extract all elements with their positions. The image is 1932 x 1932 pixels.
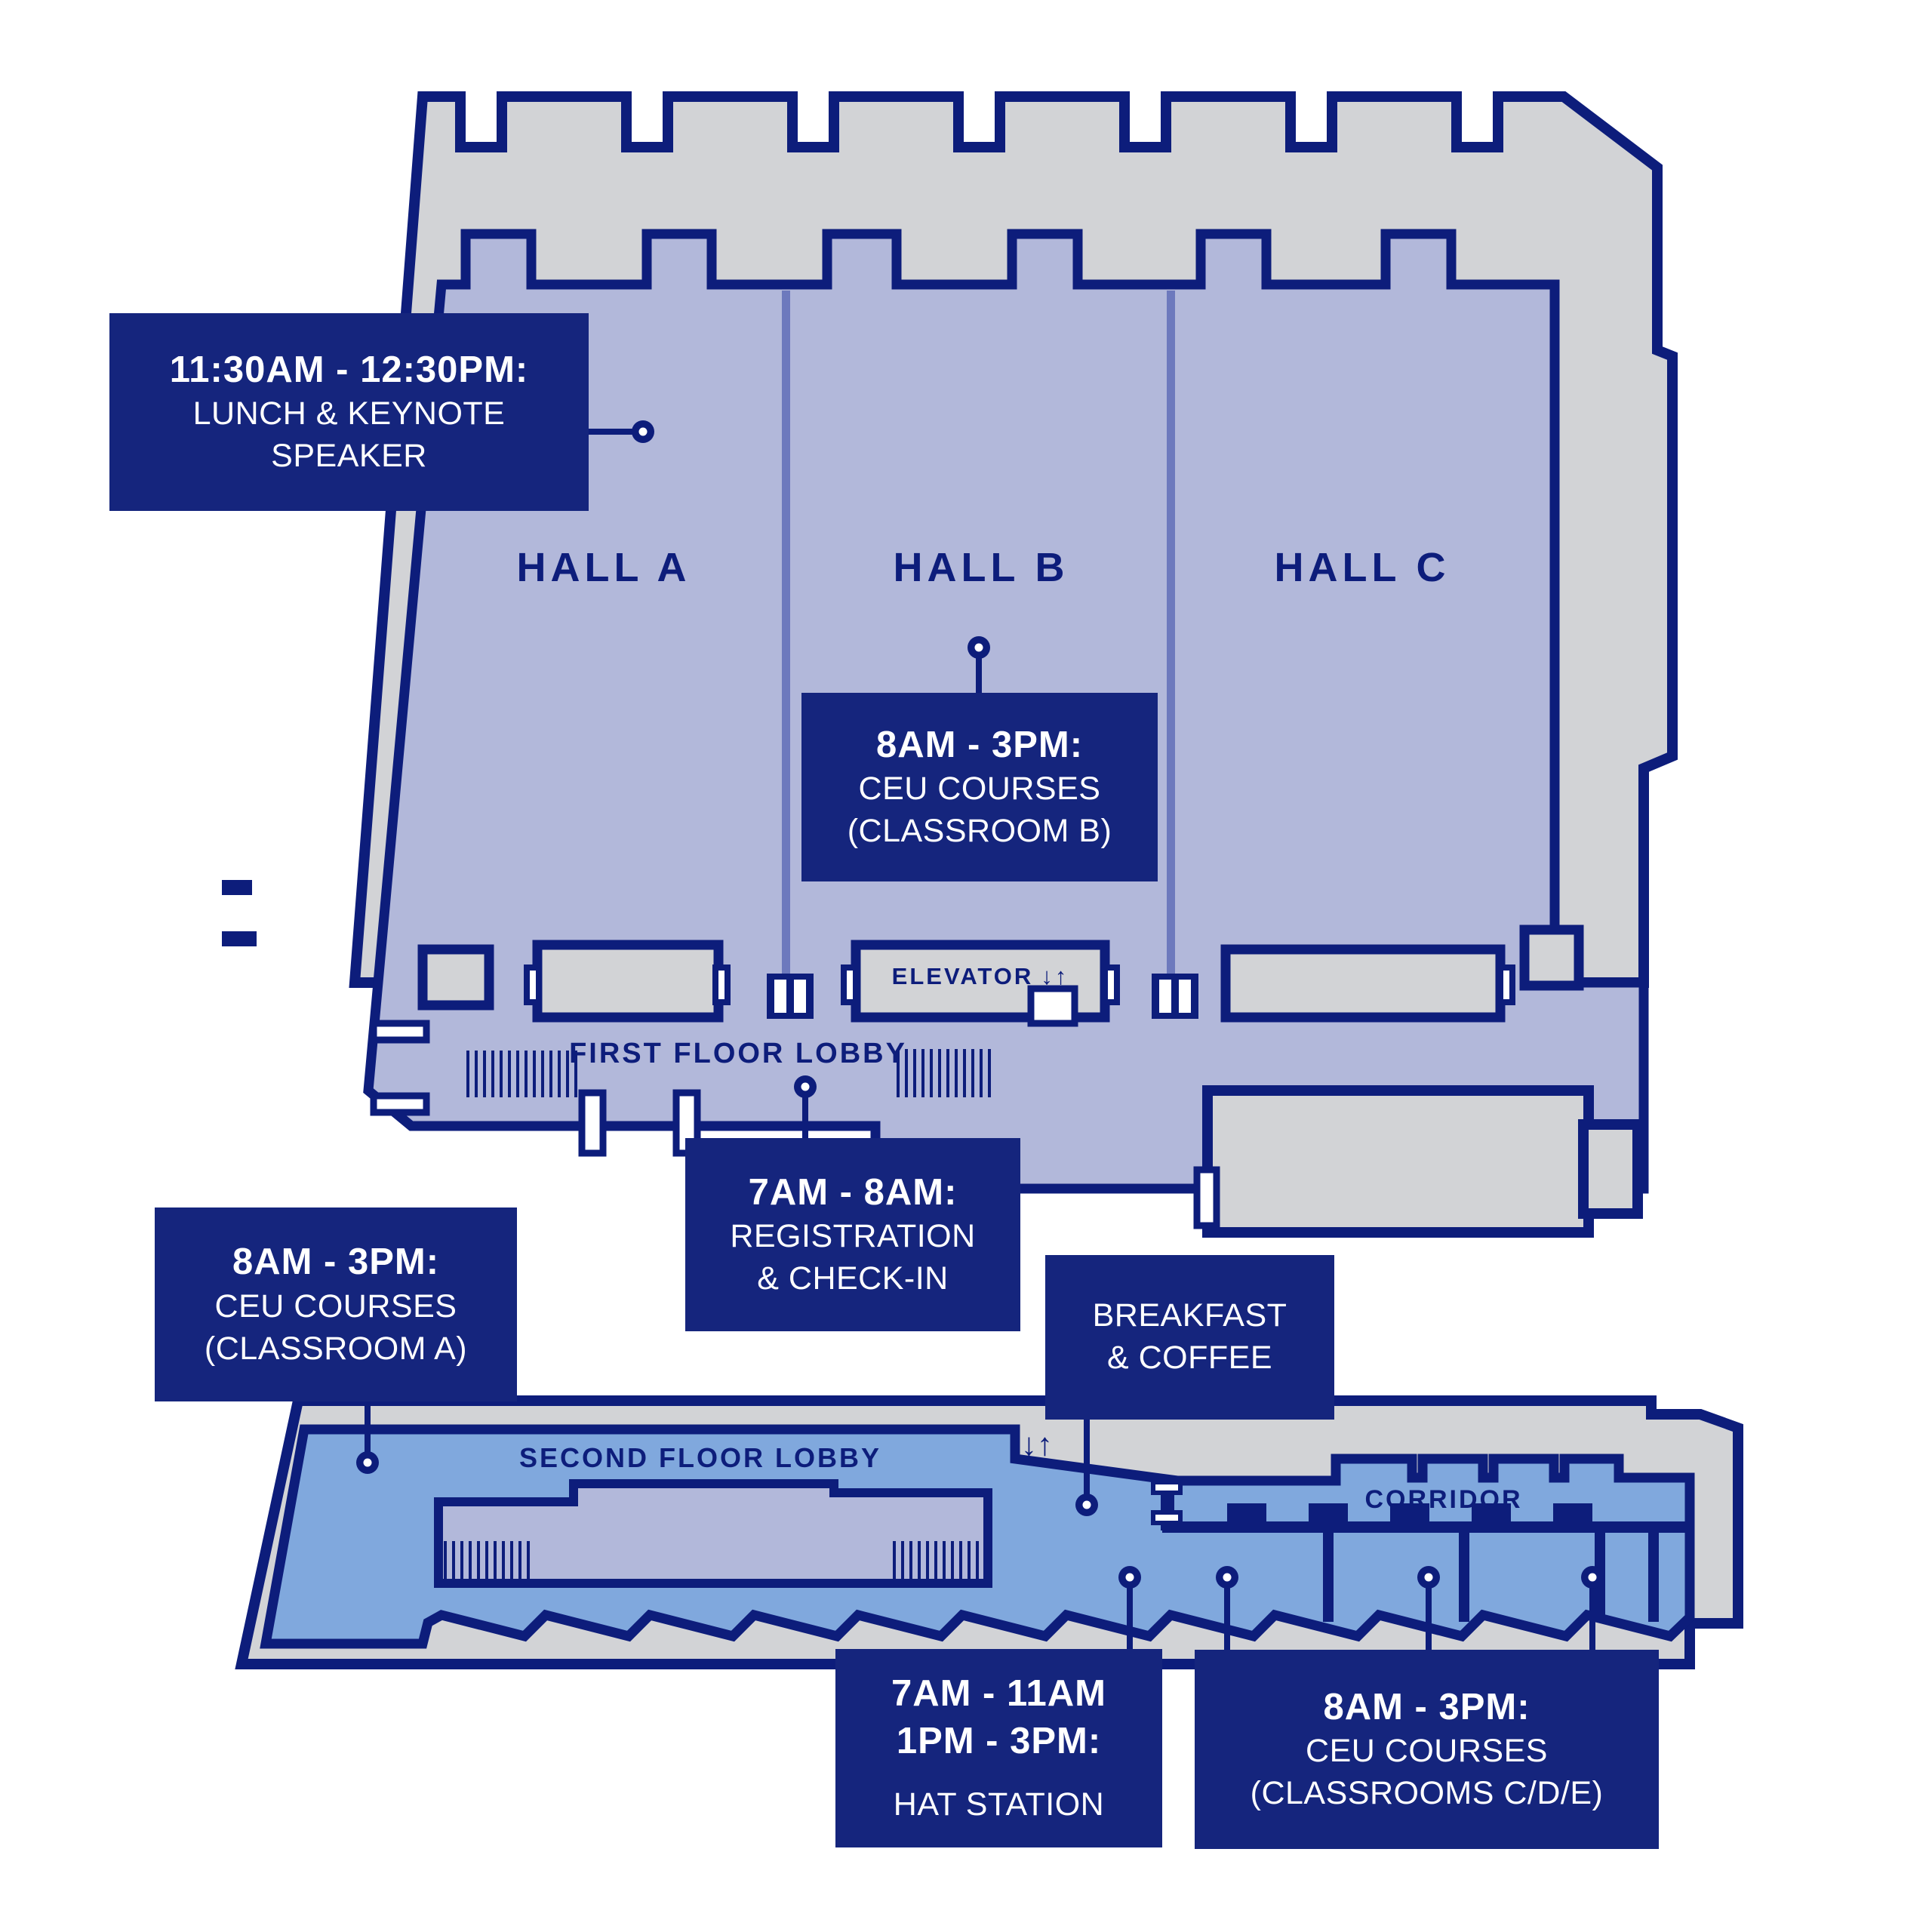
left-passage-bar — [370, 1020, 430, 1044]
classroom-door-tab — [1472, 1503, 1511, 1532]
hall-doors-ab-left — [774, 980, 786, 1013]
door-slot — [1102, 964, 1120, 1005]
callout-breakfast-line: BREAKFAST — [1092, 1297, 1287, 1334]
callout-classrooms-cde: 8AM - 3PM: CEU COURSES (CLASSROOMS C/D/E… — [1195, 1650, 1659, 1849]
hall-a-label: HALL A — [517, 545, 691, 590]
callout-hat-station: 7AM - 11AM 1PM - 3PM: HAT STATION — [835, 1649, 1162, 1847]
first-floor-lobby-label: FIRST FLOOR LOBBY — [569, 1038, 907, 1069]
elevator-label: ELEVATOR↓↑ — [892, 963, 1069, 989]
lobby-exit-door — [578, 1089, 607, 1157]
hall-divider-ab — [782, 291, 790, 974]
callout-classroom-b-line: (CLASSROOM B) — [847, 813, 1112, 850]
classroom-door-tab — [1553, 1503, 1592, 1532]
classroom-divider — [1459, 1533, 1469, 1622]
lobby-room-c — [1220, 944, 1506, 1023]
callout-lunch-time: 11:30AM - 12:30PM: — [169, 349, 529, 390]
second-floor-lobby-label: SECOND FLOOR LOBBY — [519, 1442, 881, 1473]
classroom-door-tab — [1227, 1503, 1266, 1532]
callout-classroom-b-time: 8AM - 3PM: — [875, 724, 1084, 765]
hall-c-label: HALL C — [1275, 545, 1451, 590]
callout-lunch-line: LUNCH & KEYNOTE — [192, 395, 506, 432]
lobby-room-a — [532, 940, 724, 1023]
callout-classrooms-cde-time: 8AM - 3PM: — [1323, 1686, 1531, 1727]
callout-classroom-b: 8AM - 3PM: CEU COURSES (CLASSROOM B) — [801, 693, 1158, 881]
hall-doors-bc-left — [1159, 980, 1171, 1013]
leader-dots — [356, 420, 1604, 1589]
classroom-divider — [1323, 1533, 1334, 1622]
door-slot — [1193, 1166, 1220, 1229]
callout-classroom-a-time: 8AM - 3PM: — [232, 1241, 440, 1283]
lobby-room-left-small — [417, 944, 494, 1011]
classroom-divider — [1648, 1533, 1659, 1622]
stairs-hatch-second-floor-left — [444, 1541, 534, 1579]
door-slot — [712, 964, 731, 1005]
stairs-hatch-first-floor-left — [466, 1051, 581, 1097]
callout-registration-line: & CHECK-IN — [757, 1260, 949, 1297]
second-floor-elevator-arrows-icon: ↓↑ — [1021, 1426, 1053, 1462]
lobby-room-right-small — [1519, 924, 1584, 991]
stairs-hatch-second-floor-right — [893, 1541, 983, 1579]
callout-classroom-a-line: (CLASSROOM A) — [204, 1330, 468, 1367]
callout-registration: 7AM - 8AM: REGISTRATION & CHECK-IN — [685, 1138, 1020, 1331]
hall-doors-ab-right — [794, 980, 806, 1013]
hall-b-label: HALL B — [894, 545, 1069, 590]
hall-doors-bc-right — [1179, 980, 1191, 1013]
callout-hat-station-line: HAT STATION — [893, 1786, 1105, 1823]
callout-hat-station-time: 7AM - 11AM — [891, 1672, 1106, 1714]
callout-classrooms-cde-line: CEU COURSES — [1306, 1733, 1548, 1770]
callout-classroom-a: 8AM - 3PM: CEU COURSES (CLASSROOM A) — [155, 1208, 517, 1401]
corridor-label: CORRIDOR — [1364, 1485, 1522, 1514]
lobby-room-lower-right-ext — [1578, 1119, 1643, 1219]
hall-divider-bc — [1167, 291, 1175, 974]
callout-classroom-a-line: CEU COURSES — [214, 1287, 457, 1324]
callout-hat-station-time: 1PM - 3PM: — [896, 1720, 1102, 1761]
door-slot — [841, 964, 859, 1005]
callout-lunch-keynote: 11:30AM - 12:30PM: LUNCH & KEYNOTE SPEAK… — [109, 313, 589, 511]
elevator-notch — [1027, 985, 1078, 1027]
callout-registration-time: 7AM - 8AM: — [748, 1171, 958, 1213]
stairs-hatch-first-floor-right — [897, 1049, 996, 1097]
door-slot — [524, 964, 542, 1005]
callout-classrooms-cde-line: (CLASSROOMS C/D/E) — [1250, 1775, 1604, 1812]
classroom-door-tab — [1390, 1503, 1429, 1532]
left-stub — [222, 880, 252, 895]
lobby-room-lower-right — [1202, 1085, 1594, 1238]
callout-classroom-b-line: CEU COURSES — [858, 771, 1101, 808]
classroom-door-tab — [1309, 1503, 1348, 1532]
door-slot — [1497, 964, 1515, 1005]
hall-doors-bc-frame — [1152, 974, 1198, 1019]
left-stub — [222, 931, 257, 946]
left-passage-bar — [370, 1092, 430, 1116]
door-slot — [1151, 1510, 1183, 1525]
callout-registration-line: REGISTRATION — [730, 1218, 976, 1255]
hall-doors-ab-frame — [767, 974, 814, 1019]
balcony-overlook — [434, 1479, 992, 1588]
leader-lines — [365, 429, 1595, 1653]
callout-lunch-line: SPEAKER — [271, 438, 427, 475]
callout-breakfast: BREAKFAST & COFFEE — [1045, 1255, 1334, 1420]
callout-breakfast-line: & COFFEE — [1106, 1340, 1273, 1376]
door-slot — [1151, 1480, 1183, 1495]
